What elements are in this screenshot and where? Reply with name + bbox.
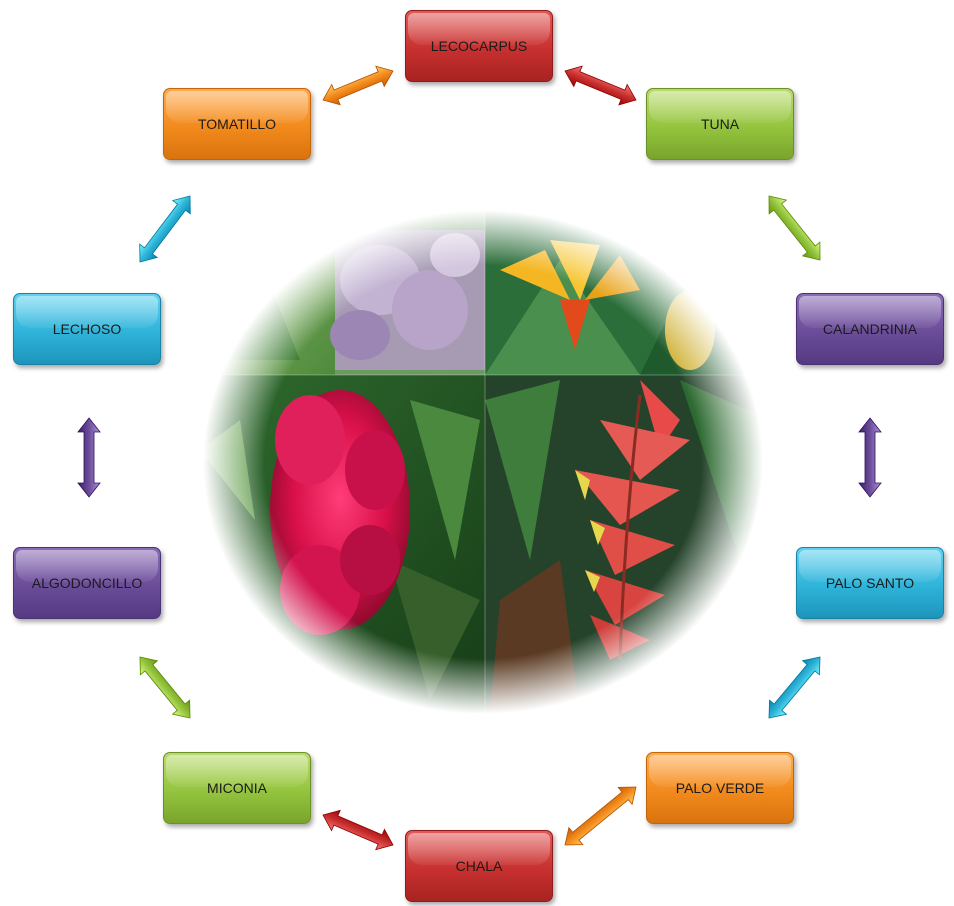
purple-flowers-panel xyxy=(200,210,485,375)
node-label-tuna: TUNA xyxy=(700,116,740,132)
node-label-palo-santo: PALO SANTO xyxy=(825,575,915,591)
node-label-chala: CHALA xyxy=(455,858,503,874)
node-chala[interactable]: CHALA xyxy=(405,830,553,902)
red-flower-cluster-panel xyxy=(200,375,485,715)
node-label-calandrinia: CALANDRINIA xyxy=(822,321,918,337)
heliconia-panel xyxy=(485,375,770,715)
node-label-lecocarpus: LECOCARPUS xyxy=(430,38,528,54)
node-label-tomatillo: TOMATILLO xyxy=(197,116,277,132)
node-calandrinia[interactable]: CALANDRINIA xyxy=(796,293,944,365)
arrow-palo-santo-palo-verde xyxy=(768,656,821,719)
node-algodoncillo[interactable]: ALGODONCILLO xyxy=(13,547,161,619)
node-miconia[interactable]: MICONIA xyxy=(163,752,311,824)
arrow-palo-verde-chala xyxy=(564,786,637,846)
node-lechoso[interactable]: LECHOSO xyxy=(13,293,161,365)
node-tuna[interactable]: TUNA xyxy=(646,88,794,160)
node-label-palo-verde: PALO VERDE xyxy=(675,780,765,796)
arrow-tomatillo-lecocarpus xyxy=(322,65,394,106)
connector-arrows xyxy=(77,65,882,851)
node-label-lechoso: LECHOSO xyxy=(52,321,122,337)
node-label-algodoncillo: ALGODONCILLO xyxy=(31,575,143,591)
arrow-calandrinia-palo-santo xyxy=(858,417,882,498)
node-palo-verde[interactable]: PALO VERDE xyxy=(646,752,794,824)
arrow-algodoncillo-lechoso xyxy=(77,417,101,498)
arrow-chala-miconia xyxy=(322,809,394,851)
node-label-miconia: MICONIA xyxy=(207,780,267,796)
node-tomatillo[interactable]: TOMATILLO xyxy=(163,88,311,160)
arrow-tuna-calandrinia xyxy=(768,195,821,261)
node-lecocarpus[interactable]: LECOCARPUS xyxy=(405,10,553,82)
arrow-lecocarpus-tuna xyxy=(564,65,637,106)
bird-of-paradise-panel xyxy=(485,210,770,375)
node-palo-santo[interactable]: PALO SANTO xyxy=(796,547,944,619)
arrow-miconia-algodoncillo xyxy=(139,656,191,719)
arrow-lechoso-tomatillo xyxy=(139,195,191,263)
tropical-flowers-collage xyxy=(200,210,770,715)
